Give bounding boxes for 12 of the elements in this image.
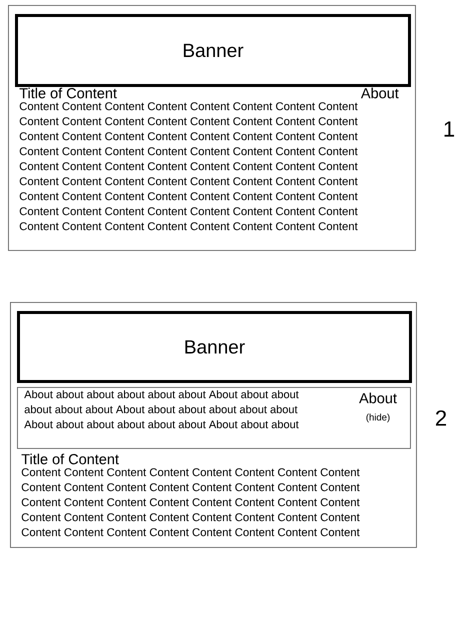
about-paragraph: About about about about about about About about about about about about About about about about about about About about about about about about About about about [24,390,299,428]
figure-number: 2 [436,410,446,426]
content-paragraph: Content Content Content Content Content Content Content Content Content Content Content Content Content Content Content Content Content Content Content Content Content Content Content Content Content Content Content Content Content Content Content Content Content Content Content Content Content Content Content Content [22,468,360,536]
banner: Banner [15,14,411,87]
about-heading: About [359,392,397,404]
content-title: Title of Content [20,88,117,98]
content-title: Title of Content [22,454,119,464]
content-paragraph: Content Content Content Content Content Content Content Content Content Content Content Content Content Content Content Content Content Content Content Content Content Content Content Content Content Content Content Content Content Content Content Content Content Content Content Content Content Content Content Content Content Content Content Content Content Content Content Content Content Content Content Content Content Content Content Content Content Content Content Content Content Content Content Content Content Content Content Content Content Content Content Content [20,102,358,230]
figure-number: 1 [444,121,454,137]
banner: Banner [17,311,412,383]
hide-link: (hide) [366,414,390,422]
about-heading: About [360,88,399,98]
